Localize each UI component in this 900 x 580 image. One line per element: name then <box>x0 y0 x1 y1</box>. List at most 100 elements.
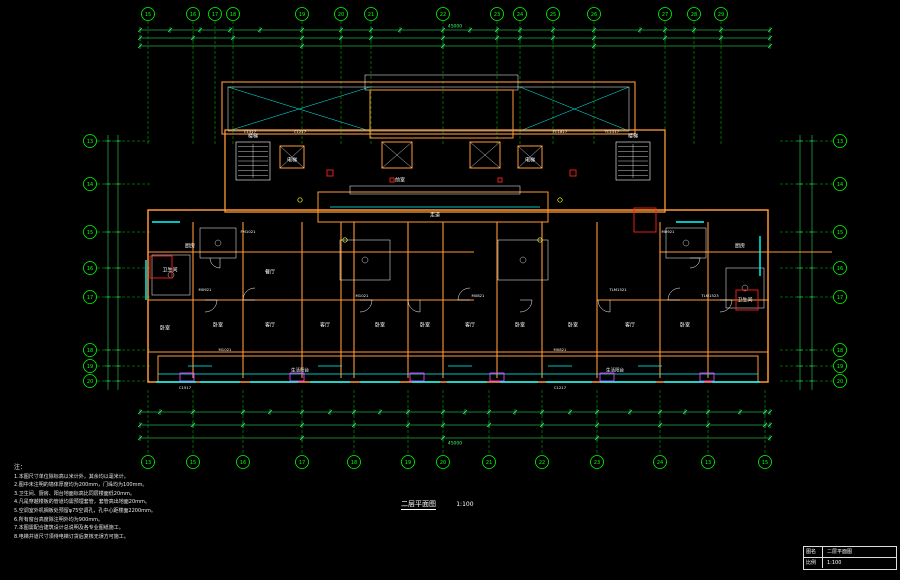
dimension-bottom-outer-slash <box>137 435 143 441</box>
axis-bubble-top-circle <box>687 7 701 21</box>
dimension-bottom-inner-slash <box>405 409 411 415</box>
dimension-bottom-inner-slash <box>539 409 545 415</box>
drawing-scale: 1:100 <box>456 501 474 508</box>
wet-room <box>339 239 391 281</box>
axis-bubble-right-circle <box>833 343 847 357</box>
axis-bubble-left-label: 19 <box>87 364 93 370</box>
stair-left <box>235 141 271 181</box>
axis-bubble-top-label: 28 <box>691 12 697 18</box>
axis-bubble-bottom-label: 22 <box>539 460 545 466</box>
elevator-center-x <box>469 141 501 169</box>
ac-unit-box <box>409 372 425 382</box>
note-line: 5.空调室外机搁板处预留φ75空调孔，孔中心距楼面2200mm。 <box>14 507 156 514</box>
axis-bubble-right-label: 13 <box>837 139 843 145</box>
note-line: 3.卫生间、厨房、阳台地面标高比同层楼面低20mm。 <box>14 490 135 497</box>
axis-bubble-top-circle <box>141 7 155 21</box>
axis-bubble-left-circle <box>83 261 97 275</box>
axis-bubble-bottom-circle <box>347 455 361 469</box>
axis-bubble-left-circle <box>83 177 97 191</box>
dimension-top-mid-slash <box>440 35 446 41</box>
dimension-top-mid-slash <box>591 35 597 41</box>
dimension-top-mid-slash <box>662 35 668 41</box>
room-label: 楼梯 <box>248 133 258 140</box>
note-line: 6.所有窗台高度除注明外均为900mm。 <box>14 516 104 523</box>
dimension-bottom-mid-slash <box>351 422 357 428</box>
axis-bubble-left-label: 20 <box>87 379 93 385</box>
axis-bubble-top-label: 18 <box>230 12 236 18</box>
roof-canopy-inner <box>227 86 630 132</box>
room-label: 卫生间 <box>737 297 752 304</box>
dimension-top-outer-slash <box>440 27 446 33</box>
canopy-diagonal <box>227 86 371 132</box>
door-tag: TLM1523 <box>700 293 719 298</box>
room-label: 走道 <box>430 212 440 219</box>
dimension-top-inner-slash <box>299 43 305 49</box>
dimension-bottom-inner-slash <box>327 409 333 415</box>
dimension-top-outer-slash <box>257 27 263 33</box>
axis-bubble-top-circle <box>208 7 222 21</box>
room-label: 卧室 <box>375 322 385 329</box>
axis-bubble-bottom-circle <box>701 455 715 469</box>
axis-bubble-right-circle <box>833 374 847 388</box>
dimension-top-mid-slash <box>230 35 236 41</box>
axis-bubble-top-label: 17 <box>212 12 218 18</box>
roof-canopy-outline <box>221 81 636 135</box>
accent-marker <box>569 169 577 177</box>
axis-bubble-bottom-label: 19 <box>405 460 411 466</box>
axis-bubble-top-circle <box>490 7 504 21</box>
door-tag: M0821 <box>554 347 568 352</box>
axis-bubble-top-label: 25 <box>550 12 556 18</box>
door-swing <box>359 299 373 313</box>
room-label: 客厅 <box>265 322 275 329</box>
axis-bubble-left-label: 16 <box>87 266 93 272</box>
dimension-top-outer-slash <box>691 27 697 33</box>
axis-bubble-left-label: 14 <box>87 182 93 188</box>
wet-room <box>725 267 765 309</box>
dimension-top-outer-slash <box>517 27 523 33</box>
title-block-value: 1:100 <box>827 560 842 566</box>
door-swing <box>242 287 256 301</box>
dimension-bottom-mid-slash <box>440 422 446 428</box>
elevator-center <box>469 141 501 169</box>
room-label: 前室 <box>395 177 405 184</box>
room-label: 楼梯 <box>628 133 638 140</box>
dimension-bottom-mid-slash <box>137 422 143 428</box>
door-tag: M1021 <box>219 347 233 352</box>
door-tag: M0821 <box>472 293 486 298</box>
axis-bubble-top-circle <box>334 7 348 21</box>
ac-unit-box <box>179 372 195 382</box>
accent-marker <box>326 169 334 177</box>
axis-bubble-right-label: 16 <box>837 266 843 272</box>
column-marker <box>557 197 563 203</box>
ac-unit-box <box>699 372 715 382</box>
dimension-bottom-inner-slash <box>351 409 357 415</box>
axis-bubble-top-label: 26 <box>591 12 597 18</box>
room-label: 客厅 <box>320 322 330 329</box>
dimension-bottom-outer-slash <box>594 435 600 441</box>
axis-bubble-top-label: 23 <box>494 12 500 18</box>
dimension-bottom-inner-slash <box>767 409 773 415</box>
dimension-bottom-inner-slash <box>567 409 573 415</box>
elevator-right-x <box>517 145 543 169</box>
axis-bubble-bottom-circle <box>295 455 309 469</box>
wet-room <box>199 227 237 259</box>
dimension-top-mid-slash <box>368 35 374 41</box>
dimension-top-outer-slash <box>227 27 233 33</box>
axis-bubble-top-label: 20 <box>338 12 344 18</box>
stair-core-top <box>369 89 514 139</box>
dimension-top-outer-slash <box>591 27 597 33</box>
dimension-bottom-inner-slash <box>299 409 305 415</box>
axis-bubble-right-circle <box>833 261 847 275</box>
room-label: 厨房 <box>735 243 745 250</box>
window-tag: C1217 <box>294 129 307 134</box>
room-label: 卧室 <box>680 322 690 329</box>
dimension-bottom-inner-slash <box>682 409 688 415</box>
dimension-top-outer-slash <box>197 27 203 33</box>
axis-bubble-top-label: 21 <box>368 12 374 18</box>
door-tag: FM1021 <box>240 229 256 234</box>
accent-marker <box>389 177 395 183</box>
dimension-top-outer-slash <box>662 27 668 33</box>
room-label: 厨房 <box>185 243 195 250</box>
note-line: 2.图中未注明的墙体厚度均为200mm，门垛均为100mm。 <box>14 482 148 489</box>
axis-bubble-bottom-label: 16 <box>240 460 246 466</box>
